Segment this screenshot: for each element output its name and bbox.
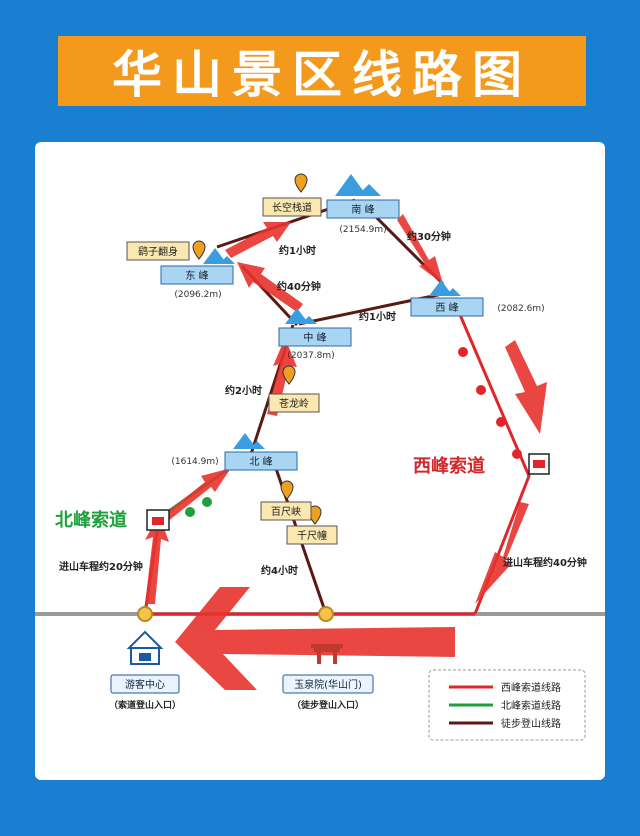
legend-xifeng: 西峰索道线路 [501, 681, 561, 694]
svg-text:约4小时: 约4小时 [261, 564, 298, 577]
visitor-center-icon [126, 630, 164, 665]
svg-text:千尺幢: 千尺幢 [297, 529, 327, 542]
location-pins [192, 173, 322, 525]
gate-icon [311, 644, 343, 664]
visitor-center-label: 游客中心 （索道登山入口） [109, 674, 181, 711]
peak-xifeng: 西 峰 (2082.6m) [410, 297, 545, 317]
svg-text:约30分钟: 约30分钟 [407, 230, 451, 243]
legend-hiking: 徒步登山线路 [501, 717, 561, 730]
svg-text:(2082.6m): (2082.6m) [497, 304, 544, 314]
peak-dongfeng: 东 峰 (2096.2m) [160, 265, 234, 300]
page-title: 华山景区线路图 [112, 46, 532, 104]
svg-text:约2小时: 约2小时 [225, 384, 262, 397]
svg-text:西 峰: 西 峰 [435, 302, 458, 314]
svg-text:东 峰: 东 峰 [185, 269, 208, 282]
spot-canglong: 苍龙岭 [268, 393, 320, 413]
svg-text:(2154.9m): (2154.9m) [339, 225, 386, 235]
svg-text:苍龙岭: 苍龙岭 [279, 397, 309, 410]
arrow-to-beifeng [161, 468, 231, 522]
peak-beifeng: 北 峰 (1614.9m) [171, 451, 298, 471]
svg-text:中 峰: 中 峰 [303, 331, 326, 344]
svg-text:北 峰: 北 峰 [249, 456, 272, 468]
route-map: 南 峰 (2154.9m) 东 峰 (2096.2m) 西 峰 (2082.6m… [35, 173, 605, 741]
junction-yuquan [318, 606, 334, 622]
svg-text:游客中心: 游客中心 [125, 678, 165, 691]
svg-text:（徒步登山入口）: （徒步登山入口） [292, 699, 364, 711]
cablecar-icon [528, 453, 550, 475]
svg-text:约1小时: 约1小时 [279, 244, 316, 257]
svg-text:鹞子翻身: 鹞子翻身 [138, 245, 178, 258]
big-left-arrow [175, 587, 455, 690]
yuquan-label: 玉泉院(华山门) （徒步登山入口） [282, 674, 374, 711]
svg-text:约1小时: 约1小时 [359, 310, 396, 323]
spot-baichi: 百尺峡 [260, 501, 312, 521]
svg-text:玉泉院(华山门): 玉泉院(华山门) [294, 678, 362, 691]
svg-text:（索道登山入口）: （索道登山入口） [109, 699, 181, 711]
arrow-visitor-up [145, 514, 169, 604]
peak-zhongfeng: 中 峰 (2037.8m) [278, 327, 352, 361]
arrow-xifeng-cable [505, 340, 547, 434]
arrow-to-dongfeng [237, 262, 303, 312]
junction-visitor [137, 606, 153, 622]
svg-text:长空栈道: 长空栈道 [272, 201, 312, 214]
spot-yaozi: 鹞子翻身 [126, 241, 190, 261]
svg-text:南 峰: 南 峰 [351, 203, 374, 216]
annotation-arrows [145, 214, 547, 690]
svg-text:百尺峡: 百尺峡 [271, 505, 301, 518]
svg-text:约40分钟: 约40分钟 [277, 280, 321, 293]
spot-qianchi: 千尺幢 [286, 525, 338, 545]
svg-text:(1614.9m): (1614.9m) [171, 457, 218, 467]
time-labels: 约30分钟 约1小时 约40分钟 约1小时 约2小时 约4小时 进山车程约20分… [59, 230, 587, 577]
svg-text:进山车程约20分钟: 进山车程约20分钟 [59, 560, 143, 573]
map-card: 南 峰 (2154.9m) 东 峰 (2096.2m) 西 峰 (2082.6m… [35, 142, 605, 780]
legend-beifeng: 北峰索道线路 [501, 699, 561, 712]
arrow-down-to-ground [475, 502, 529, 604]
svg-text:(2096.2m): (2096.2m) [174, 290, 221, 300]
legend: 西峰索道线路 北峰索道线路 徒步登山线路 [428, 669, 586, 741]
peak-nanfeng: 南 峰 (2154.9m) [326, 199, 400, 235]
svg-text:(2037.8m): (2037.8m) [287, 351, 334, 361]
cableway-label-beifeng: 北峰索道 [55, 509, 127, 531]
svg-text:进山车程约40分钟: 进山车程约40分钟 [503, 556, 587, 569]
spot-changkong: 长空栈道 [262, 197, 322, 217]
cableway-label-xifeng: 西峰索道 [413, 455, 485, 477]
title-banner: 华山景区线路图 [58, 36, 586, 106]
arrow-to-changkong [225, 222, 291, 258]
cablecar-icon [146, 509, 170, 531]
arrow-to-xifeng [397, 214, 443, 284]
hiking-route [216, 198, 448, 615]
mountain-icons [203, 174, 461, 449]
cable-car-icons [146, 347, 550, 531]
